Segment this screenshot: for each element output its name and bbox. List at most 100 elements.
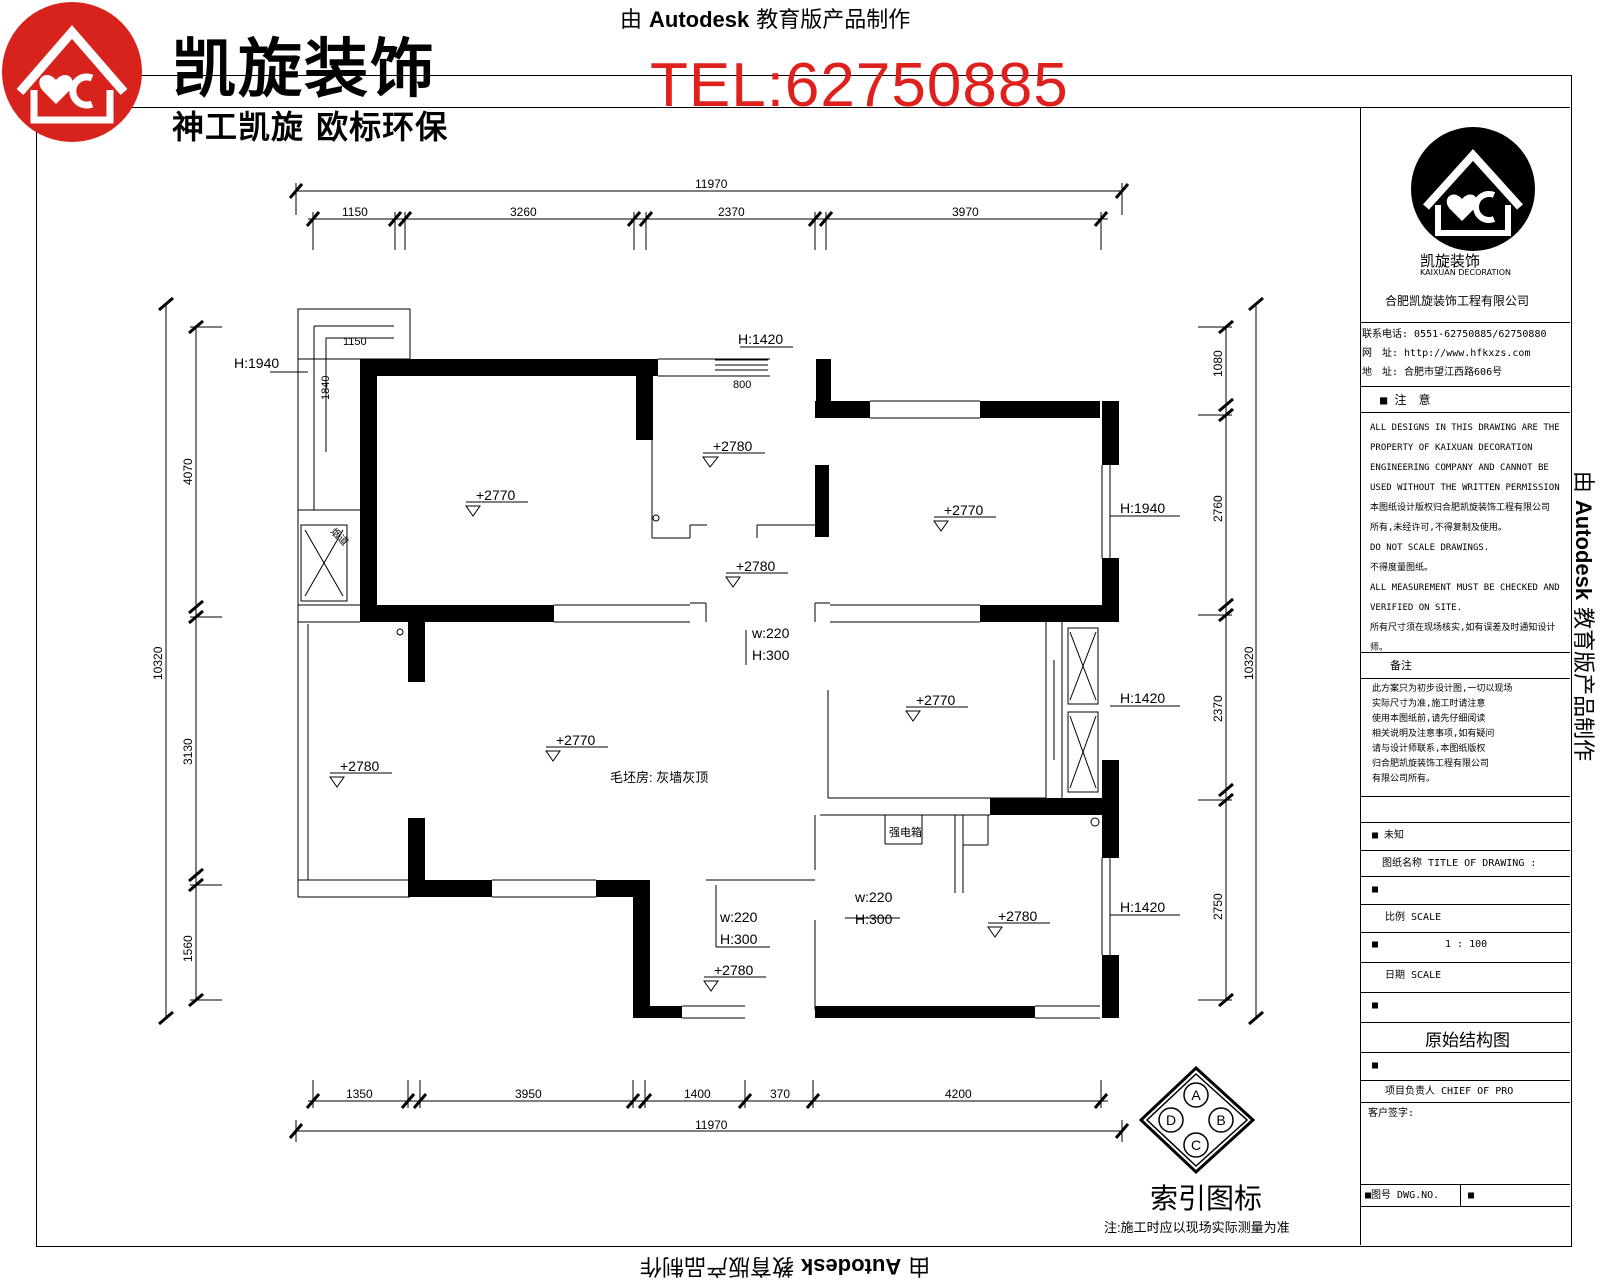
panel-divider: [1360, 962, 1570, 963]
panel-divider: [1360, 386, 1570, 387]
label-w1150: 1150: [343, 336, 367, 348]
structural-walls: [360, 359, 1119, 1018]
dimension-left-2: 3130: [181, 738, 195, 765]
inner-frame-top: [36, 107, 1570, 108]
legend-note: 注:施工时应以现场实际测量为准: [1104, 1220, 1290, 1235]
panel-divider: [1360, 678, 1570, 679]
label-w220-b: w:220: [719, 909, 758, 925]
panel-divider: [1360, 796, 1570, 797]
dimension-right-total: 10320: [1242, 646, 1256, 680]
label-h1420-r2: H:1420: [1120, 899, 1165, 915]
dimension-right-4: 2750: [1211, 893, 1225, 920]
notice-title: ■ 注 意: [1380, 393, 1431, 407]
index-letter-d: D: [1166, 1112, 1176, 1128]
panel-divider: [1360, 904, 1570, 905]
panel-divider: [1360, 652, 1570, 653]
dimension-top-total: 11970: [695, 177, 728, 191]
mark: ■: [1372, 939, 1379, 950]
legend-title: 索引图标: [1150, 1183, 1262, 1214]
dimension-top-1: 1150: [342, 205, 368, 219]
dimension-left-1: 4070: [181, 458, 195, 485]
elevation-balcony: +2780: [340, 758, 380, 774]
label-h300-a: H:300: [752, 647, 790, 663]
elevation-entry: +2780: [714, 962, 754, 978]
label-h1940-left: H:1940: [234, 355, 279, 371]
company-full-name: 合肥凯旋装饰工程有限公司: [1385, 294, 1530, 308]
panel-divider: [1360, 1022, 1570, 1023]
label-h300-b: H:300: [720, 931, 758, 947]
elevation-hall: +2780: [736, 558, 776, 574]
brand-name: 凯旋装饰: [172, 33, 436, 107]
phase-label: ■ 未知: [1372, 830, 1405, 841]
elevation-markers: [270, 346, 1180, 992]
panel-logo-icon: [1408, 125, 1538, 275]
contact-web: 网 址: http://www.hfkxzs.com: [1362, 348, 1531, 359]
dimension-left-3: 1560: [181, 935, 195, 962]
leader-label: 项目负责人 CHIEF OF PRO: [1385, 1086, 1514, 1097]
dimension-bottom-2: 3950: [515, 1087, 542, 1101]
dimension-right-2: 2760: [1211, 495, 1225, 522]
dimension-lines: [165, 183, 1257, 1142]
panel-divider: [1360, 992, 1570, 993]
panel-logo-caption-cn: 凯旋装饰: [1420, 252, 1481, 270]
elevation-kitchen: +2780: [713, 438, 753, 454]
label-w800: 800: [733, 379, 751, 391]
remark-title: 备注: [1390, 659, 1412, 672]
panel-divider: [1360, 322, 1570, 323]
dimension-ticks: [158, 183, 1264, 1139]
dimension-top-4: 3970: [952, 205, 979, 219]
watermark-top: 由 Autodesk 教育版产品制作: [620, 7, 911, 33]
dimension-right-3: 2370: [1211, 695, 1225, 722]
panel-divider: [1460, 1184, 1461, 1206]
label-shaft: 烟道: [328, 525, 351, 548]
label-h1940-right: H:1940: [1120, 500, 1165, 516]
label-weak-box: 强电箱: [889, 825, 922, 839]
drawing-frame: [36, 75, 1572, 1247]
index-letter-b: B: [1216, 1112, 1225, 1128]
client-label: 客户签字:: [1368, 1108, 1415, 1119]
label-h300-c: H:300: [855, 911, 893, 927]
mark: ■: [1372, 884, 1379, 895]
panel-divider: [1360, 822, 1570, 823]
index-symbol: [1138, 1065, 1256, 1175]
index-letter-a: A: [1191, 1087, 1201, 1103]
dimension-bottom-5: 4200: [945, 1087, 972, 1101]
panel-divider: [1360, 1184, 1570, 1185]
contact-address: 地 址: 合肥市望江西路606号: [1362, 367, 1503, 378]
mark: ■: [1468, 1190, 1475, 1201]
dimension-top-2: 3260: [510, 205, 537, 219]
ratio-label: 比例 SCALE: [1385, 912, 1442, 923]
panel-logo-caption-en: KAIXUAN DECORATION: [1420, 268, 1511, 277]
title-block-frame: [1360, 107, 1571, 1245]
drawing-title-label: 图纸名称 TITLE OF DRAWING :: [1382, 858, 1537, 869]
mark: ■: [1372, 1000, 1379, 1011]
panel-divider: [1360, 1052, 1570, 1053]
contact-phone: 联系电话: 0551-62750885/62750880: [1362, 329, 1547, 340]
elevation-bed-se: +2780: [998, 908, 1038, 924]
dimension-left-total: 10320: [151, 646, 165, 680]
brand-slogan: 神工凯旋 欧标环保: [172, 108, 449, 146]
ratio-value: 1 : 100: [1445, 939, 1488, 950]
label-h1420-r1: H:1420: [1120, 690, 1165, 706]
date-label: 日期 SCALE: [1385, 970, 1442, 981]
panel-divider: [1360, 1206, 1570, 1207]
dimension-right-1: 1080: [1211, 350, 1225, 377]
dimension-top-3: 2370: [718, 205, 745, 219]
panel-divider: [1360, 412, 1570, 413]
elevation-living: +2770: [556, 732, 596, 748]
panel-divider: [1360, 1102, 1570, 1103]
elevation-bed-nw: +2770: [476, 487, 516, 503]
brand-logo-icon: [0, 0, 150, 150]
label-living-note: 毛坯房: 灰墙灰顶: [610, 770, 708, 785]
drawing-no-label: ■图号 DWG.NO.: [1365, 1190, 1440, 1201]
thin-walls: [297, 308, 1111, 1019]
label-h1840: 1840: [320, 376, 332, 400]
panel-divider: [1360, 876, 1570, 877]
panel-divider: [1360, 1080, 1570, 1081]
panel-divider: [1360, 850, 1570, 851]
remark-text: 此方案只为初步设计图,一切以现场实际尺寸为准,施工时请注意使用本图纸前,请先仔细…: [1372, 684, 1513, 784]
elevation-bed-ne: +2770: [944, 502, 984, 518]
dimension-bottom-total: 11970: [695, 1118, 728, 1132]
